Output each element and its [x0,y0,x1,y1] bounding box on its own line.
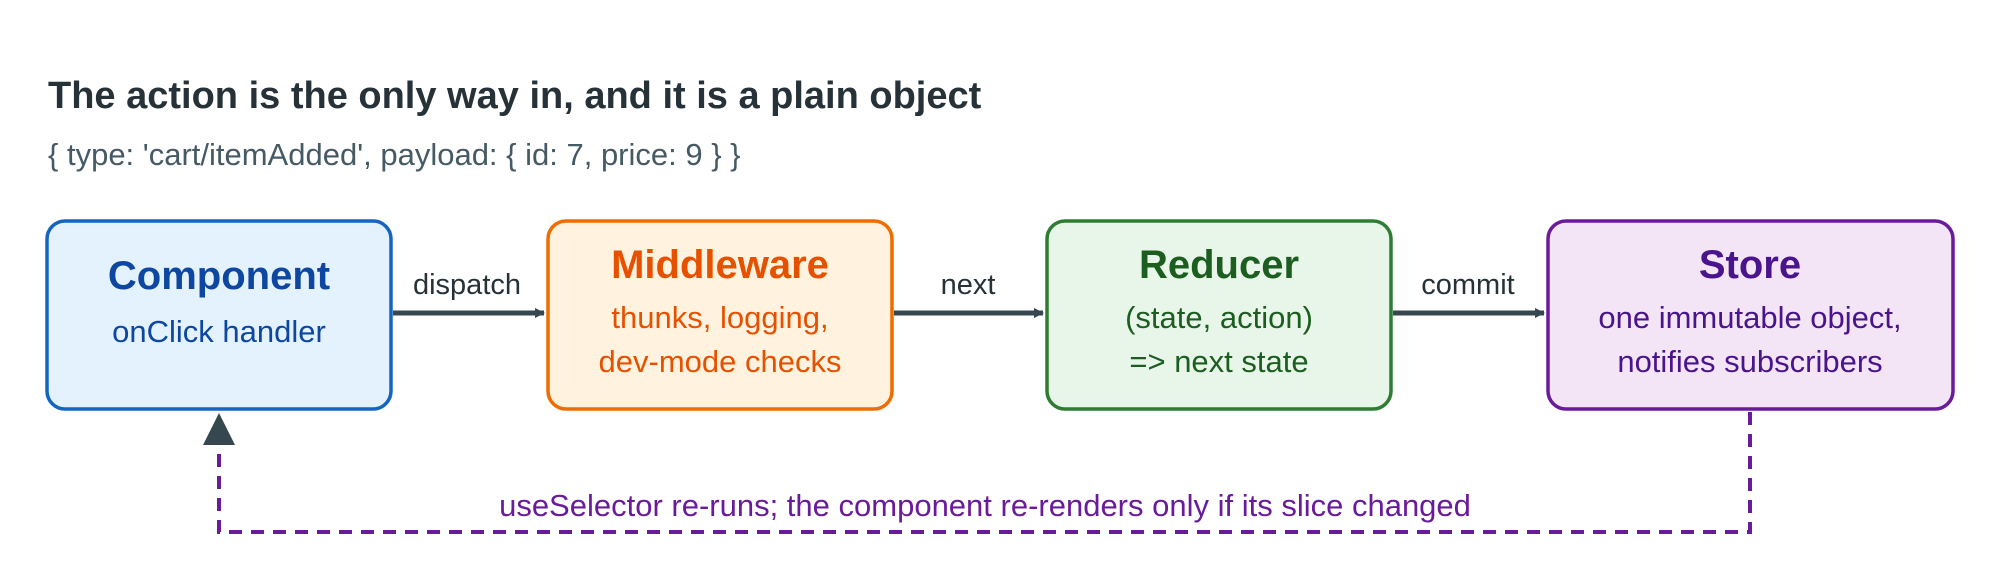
diagram-title: The action is the only way in, and it is… [48,75,982,117]
feedback-loop: useSelector re-runs; the component re-re… [203,412,1752,534]
node-reducer-line-2: => next state [1129,344,1308,379]
node-middleware: Middleware thunks, logging, dev-mode che… [546,219,894,411]
node-reducer: Reducer (state, action) => next state [1045,219,1393,411]
node-store: Store one immutable object, notifies sub… [1546,219,1955,411]
node-middleware-line-2: dev-mode checks [599,344,842,379]
edge-commit: commit [1393,269,1545,318]
action-object-example: { type: 'cart/itemAdded', payload: { id:… [48,137,741,172]
node-middleware-title: Middleware [611,243,829,287]
edge-commit-label: commit [1421,269,1514,301]
node-component-title: Component [108,254,330,298]
node-store-title: Store [1699,243,1801,287]
node-store-line-1: one immutable object, [1598,300,1901,335]
node-middleware-line-1: thunks, logging, [611,300,828,335]
edge-next-label: next [941,269,996,301]
edge-dispatch-label: dispatch [413,269,521,301]
node-component-subtitle: onClick handler [112,314,326,349]
node-component-box [45,219,393,411]
edge-dispatch: dispatch [393,269,545,318]
node-component: Component onClick handler [45,219,393,411]
node-reducer-line-1: (state, action) [1125,300,1313,335]
node-reducer-title: Reducer [1139,243,1299,287]
feedback-arrowhead [203,413,235,445]
node-store-line-2: notifies subscribers [1617,344,1882,379]
feedback-label: useSelector re-runs; the component re-re… [499,488,1471,523]
node-reducer-box [1045,219,1393,411]
node-middleware-box [546,219,894,411]
edge-next: next [894,269,1044,318]
feedback-dashed-path [217,412,1752,534]
node-store-box [1546,219,1955,411]
